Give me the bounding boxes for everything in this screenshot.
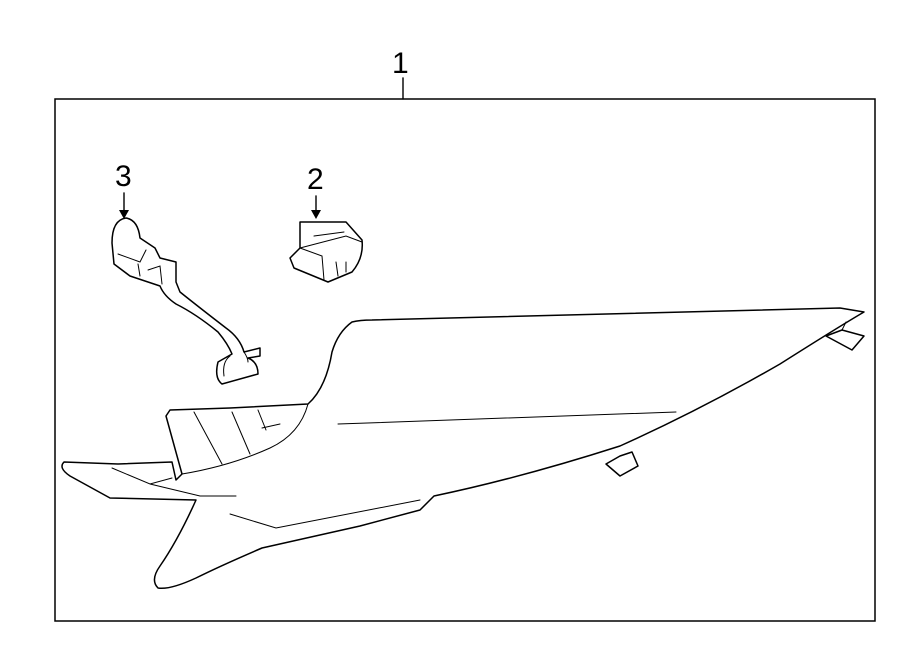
callout-2-label: 2	[307, 163, 324, 196]
callout-3-arrow	[119, 192, 129, 219]
callout-2-arrow	[311, 195, 321, 219]
part-1-trim-panel	[61, 307, 865, 590]
part-2-clip	[289, 221, 364, 283]
callout-3-label: 3	[115, 160, 132, 193]
callout-1-label: 1	[392, 47, 409, 80]
part-3-bracket	[111, 217, 261, 385]
diagram-frame	[54, 98, 876, 622]
